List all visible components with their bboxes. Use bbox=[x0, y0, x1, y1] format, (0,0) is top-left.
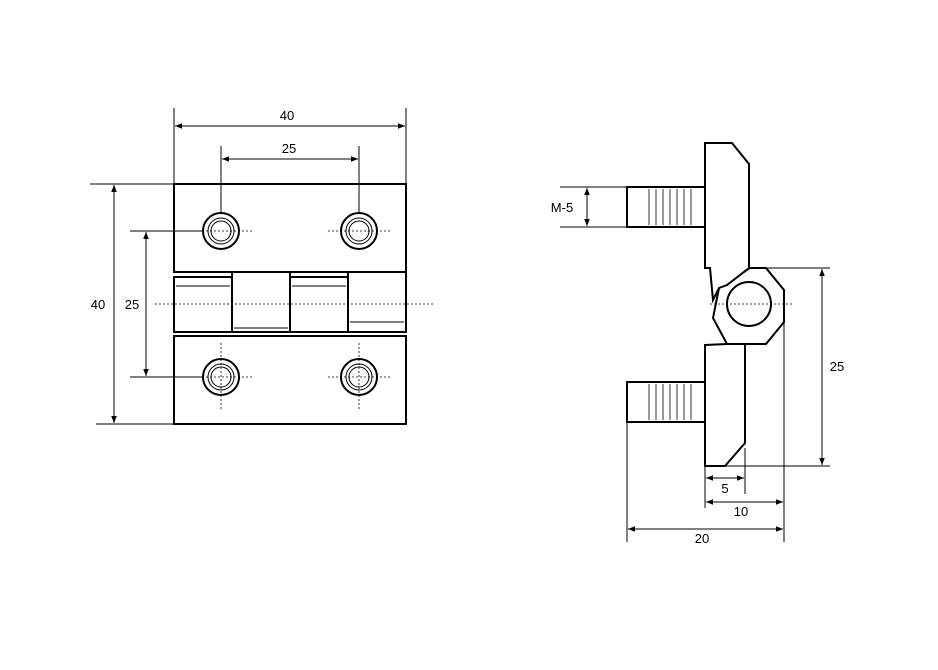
knuckle-band bbox=[173, 271, 407, 333]
dim-side-height: 25 bbox=[819, 269, 844, 465]
dim-overall-width-label: 40 bbox=[280, 108, 294, 123]
dim-hole-spacing-horizontal: 25 bbox=[222, 141, 358, 162]
upper-leaf-profile bbox=[704, 142, 750, 304]
dim-offset-10-label: 10 bbox=[734, 504, 748, 519]
side-view: M-5 25 5 10 20 bbox=[551, 142, 844, 546]
dim-side-height-label: 25 bbox=[830, 359, 844, 374]
front-view: 40 25 40 25 bbox=[90, 108, 434, 425]
dim-offset-10: 10 bbox=[706, 499, 783, 519]
mounting-hole-top-right bbox=[340, 212, 378, 250]
dim-overall-depth-label: 20 bbox=[695, 531, 709, 546]
front-extension-lines bbox=[90, 108, 407, 425]
dim-overall-height-label: 40 bbox=[91, 297, 105, 312]
dim-offset-5: 5 bbox=[706, 475, 744, 496]
upper-threaded-stud bbox=[626, 186, 706, 228]
dim-thread-label: M-5 bbox=[551, 200, 573, 215]
dim-hole-spacing-vertical-label: 25 bbox=[125, 297, 139, 312]
dim-overall-depth: 20 bbox=[628, 526, 783, 546]
lower-threaded-stud bbox=[626, 381, 706, 423]
dim-offset-5-label: 5 bbox=[721, 481, 728, 496]
dim-hole-spacing-vertical: 25 bbox=[125, 232, 149, 376]
dim-overall-height: 40 bbox=[91, 185, 117, 423]
dim-overall-width: 40 bbox=[175, 108, 405, 129]
dim-hole-spacing-horizontal-label: 25 bbox=[282, 141, 296, 156]
hole-centerlines bbox=[198, 230, 392, 410]
hinge-pin bbox=[726, 281, 772, 327]
side-extension-lines bbox=[560, 186, 830, 542]
mounting-hole-top-left bbox=[202, 212, 240, 250]
lower-leaf-profile bbox=[704, 343, 746, 467]
dim-thread: M-5 bbox=[551, 188, 590, 226]
